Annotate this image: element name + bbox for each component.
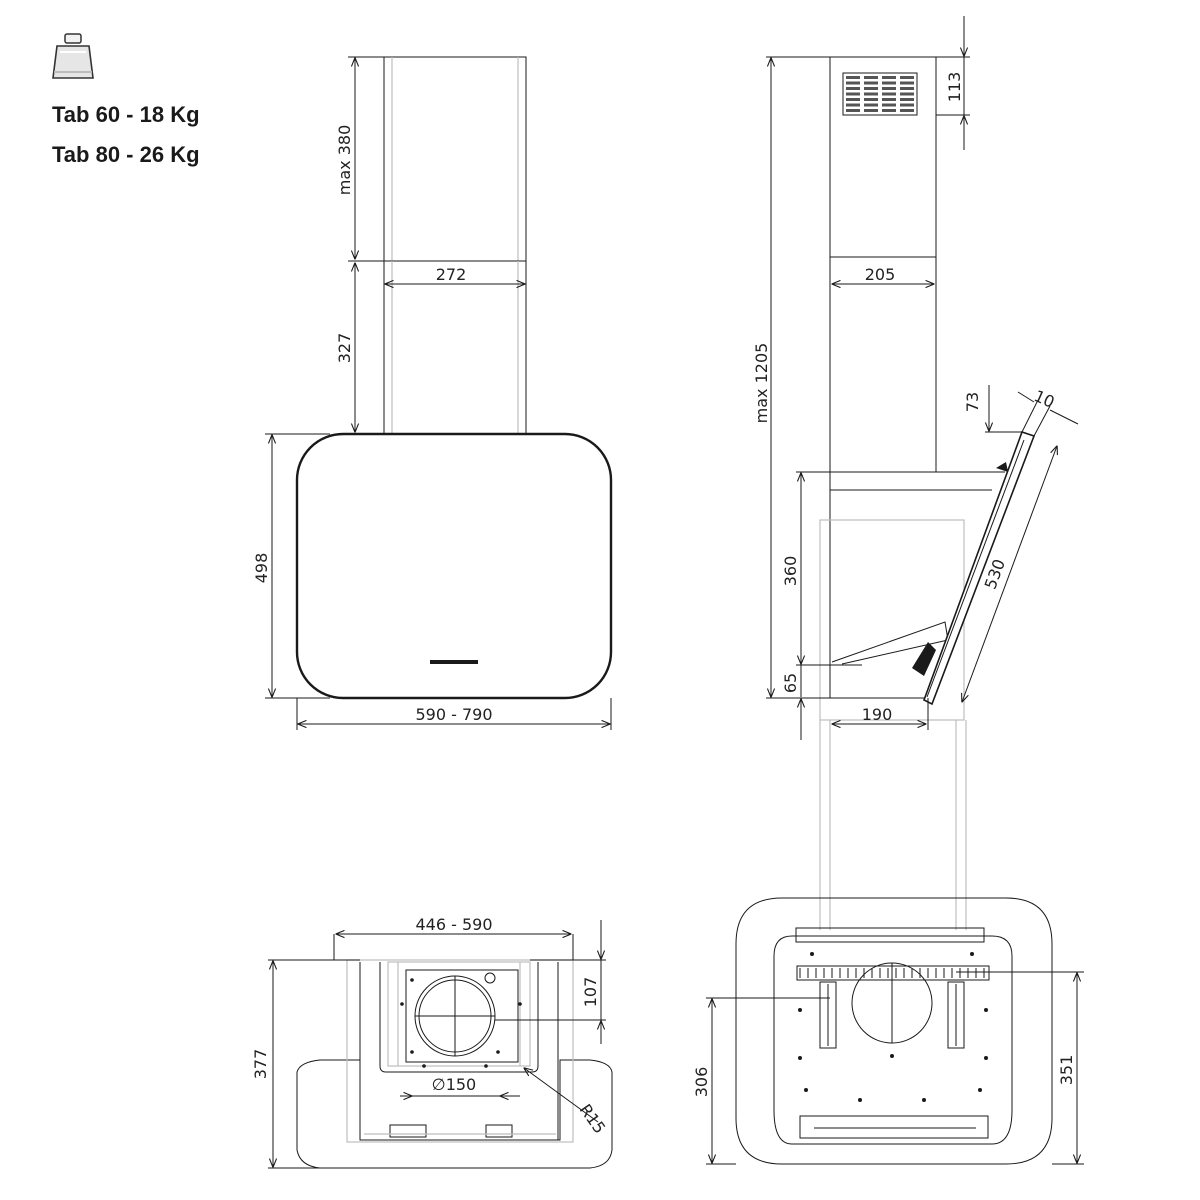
mounting-hole	[984, 1008, 988, 1012]
grille-slat	[882, 109, 896, 112]
mounting-holes-top	[798, 952, 988, 1102]
dim-glass-offset: 73	[963, 392, 982, 412]
dim-chimney-width: 272	[436, 265, 467, 284]
front-view: max 380 272 327 498 590 - 790	[252, 56, 613, 730]
grille-slat	[846, 92, 860, 96]
grille-slat	[882, 81, 896, 85]
mounting-hole	[804, 1088, 808, 1092]
grille-slat	[846, 81, 860, 85]
top-view: 306 351	[692, 897, 1084, 1165]
grille-slat	[846, 76, 860, 79]
dim-right-depth: 351	[1057, 1055, 1076, 1086]
grille-slat	[846, 103, 860, 107]
dim-glass-thickness: 10	[1031, 386, 1057, 412]
grille-slat	[864, 81, 878, 85]
dim-outlet-diameter: ∅150	[432, 1075, 476, 1094]
dim-bracket-width: 446 - 590	[415, 915, 492, 934]
grille-slat	[864, 76, 878, 79]
dim-left-depth: 306	[692, 1067, 711, 1098]
dim-bottom-depth: 190	[862, 705, 893, 724]
mounting-hole	[970, 952, 974, 956]
dim-chimney-depth: 205	[865, 265, 896, 284]
mounting-hole	[890, 1054, 894, 1058]
grille-slat	[900, 87, 914, 90]
grille-slat	[882, 87, 896, 90]
bottom-view: 446 - 590 107 377 ∅150 R15	[251, 915, 613, 1169]
vent-grille	[842, 72, 918, 116]
mounting-holes	[400, 978, 522, 1068]
mounting-hole	[484, 1064, 488, 1068]
dim-outlet-offset: 107	[581, 977, 600, 1008]
weight-tab60-label: Tab 60 - 18 Kg	[52, 102, 200, 127]
grille-slat	[900, 98, 914, 101]
rail-teeth	[799, 968, 985, 978]
mounting-hole	[422, 1064, 426, 1068]
grille-slat	[900, 92, 914, 96]
grille-slat	[864, 87, 878, 90]
grille-slat	[882, 92, 896, 96]
grille-slat	[882, 98, 896, 101]
grille-slat	[846, 87, 860, 90]
dim-chimney-lower: 327	[335, 333, 354, 364]
weight-tab80-label: Tab 80 - 26 Kg	[52, 142, 200, 167]
mounting-hole	[922, 1098, 926, 1102]
grille-slat	[864, 103, 878, 107]
grille-slat	[864, 92, 878, 96]
grille-slat	[900, 81, 914, 85]
mounting-hole	[410, 978, 414, 982]
grille-slat	[900, 109, 914, 112]
weight-icon	[52, 33, 94, 79]
dim-chimney-max: max 380	[335, 125, 354, 195]
grille-slat	[864, 109, 878, 112]
mounting-hole	[984, 1056, 988, 1060]
dim-hood-height: 498	[252, 553, 271, 584]
grille-slat	[900, 76, 914, 79]
mounting-hole	[810, 952, 814, 956]
mounting-hole	[978, 1088, 982, 1092]
side-view: 113 205 max 1205 73 10 530 360 65 190	[752, 16, 1079, 930]
dim-corner-radius: R15	[576, 1101, 610, 1138]
grille-slat	[882, 103, 896, 107]
dim-hood-width: 590 - 790	[415, 705, 492, 724]
mounting-hole	[858, 1098, 862, 1102]
mounting-hole	[798, 1008, 802, 1012]
dim-top-grille: 113	[945, 72, 964, 103]
dim-total-depth: 377	[251, 1049, 270, 1080]
mounting-hole	[400, 1002, 404, 1006]
mounting-hole	[518, 1002, 522, 1006]
grille-slat	[900, 103, 914, 107]
grille-slat	[864, 98, 878, 101]
grille-slat	[846, 98, 860, 101]
dim-body-height: 360	[781, 556, 800, 587]
grille-slat	[846, 109, 860, 112]
dim-total-max: max 1205	[752, 343, 771, 424]
mounting-hole	[410, 1050, 414, 1054]
mounting-hole	[496, 1050, 500, 1054]
grille-slat	[882, 76, 896, 79]
mounting-hole	[798, 1056, 802, 1060]
dim-bottom-height: 65	[781, 673, 800, 693]
